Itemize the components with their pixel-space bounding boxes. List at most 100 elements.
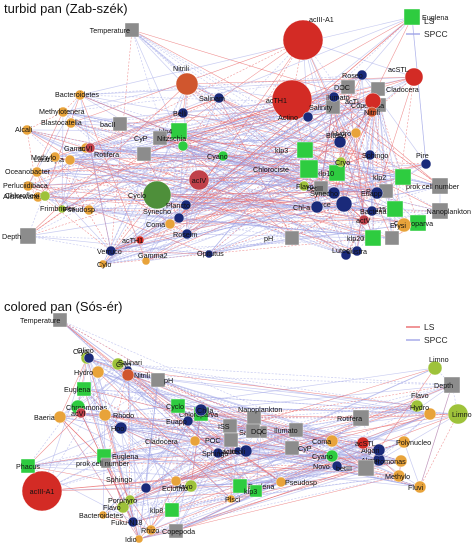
node-marker — [164, 502, 180, 518]
node-label: Salinari — [118, 358, 142, 367]
node-label: Flavo — [411, 391, 429, 400]
network-edge — [186, 111, 373, 235]
network-edge — [356, 111, 373, 252]
network-edge — [86, 357, 105, 457]
node-label: Chlorociste — [253, 165, 289, 174]
node-label: Polynucleo — [396, 438, 431, 447]
node-marker — [310, 200, 324, 214]
node-marker — [325, 434, 339, 448]
node-marker — [327, 186, 341, 200]
network-edge — [44, 94, 81, 197]
node-marker — [325, 449, 339, 463]
node-marker — [358, 214, 370, 226]
network-edge — [190, 452, 219, 487]
network-edge — [190, 450, 239, 487]
network-edge — [340, 161, 404, 178]
node-label: Idio — [125, 535, 137, 544]
network-edge — [143, 153, 347, 256]
node-label: Nitzschia — [157, 134, 186, 143]
node-marker — [226, 494, 236, 504]
network-edge — [252, 430, 282, 483]
node-label: Cyclo — [128, 191, 146, 200]
network-edge — [186, 39, 304, 235]
node-marker — [223, 432, 239, 448]
node-label: Opitutus — [197, 249, 224, 258]
network-edge — [245, 367, 436, 452]
network-node: DOC — [245, 423, 267, 439]
node-label: Flavo — [175, 482, 193, 491]
network-edge — [159, 137, 224, 157]
network-node: acIII-A1 — [282, 15, 334, 61]
network-edge — [61, 155, 224, 210]
node-label: Cyclo — [166, 402, 184, 411]
panel-title: colored pan (Sós-ér) — [4, 299, 123, 314]
node-label: Cladocera — [386, 85, 419, 94]
network-node: Salinam — [199, 92, 225, 104]
node-marker — [366, 106, 378, 118]
nodes: TemperatureacIII-A1acTH1NitriliCycloacIV… — [2, 8, 471, 269]
node-marker — [431, 177, 449, 195]
network-edge — [85, 16, 413, 149]
network-edge — [83, 388, 257, 492]
node-marker — [213, 92, 225, 104]
network-edge — [150, 405, 179, 531]
network-edge — [131, 29, 338, 174]
node-marker — [396, 217, 412, 233]
network-edge — [41, 440, 196, 492]
network-edge — [61, 147, 91, 210]
network-node: Sphingo — [202, 447, 228, 459]
network-edge — [291, 237, 347, 256]
network-edge — [26, 129, 91, 149]
network-edge — [255, 431, 262, 492]
node-label: acVI — [71, 409, 85, 418]
network-node: CyP — [134, 130, 168, 146]
network-edge — [377, 88, 396, 210]
network-edge — [62, 111, 121, 125]
node-label: Hydro — [332, 129, 351, 138]
network-edge — [178, 130, 310, 170]
network-edge — [295, 429, 333, 457]
network-edge — [175, 413, 202, 532]
network-node: betIII — [336, 459, 375, 477]
network-edge — [200, 413, 362, 419]
node-label: Sphingo — [106, 475, 132, 484]
network-node: Pseudosp — [63, 204, 95, 216]
node-marker — [394, 454, 408, 468]
network-edge — [122, 490, 257, 508]
node-marker — [105, 245, 117, 257]
node-label: Sphingo — [362, 151, 388, 160]
network-edge — [302, 39, 378, 194]
network-edge — [27, 465, 147, 489]
network-node: Methylotenera — [39, 106, 85, 118]
node-label: Nanoplankton — [238, 405, 282, 414]
network-node: Chlla — [194, 403, 213, 417]
network-node: Phacus — [16, 458, 40, 474]
network-node: Chlorociste — [253, 159, 319, 179]
node-label: Euglena — [64, 385, 90, 394]
node-marker — [134, 534, 144, 544]
node-label: actV — [356, 216, 371, 225]
legend-label-spcc: SPCC — [424, 335, 448, 345]
network-edge — [54, 156, 358, 252]
network-node: acVI — [71, 407, 87, 419]
network-edge — [411, 16, 427, 165]
network-edge — [145, 439, 232, 489]
network-edge — [302, 39, 404, 178]
network-edge — [376, 104, 380, 194]
node-label: Depth — [434, 381, 453, 390]
network-edge — [77, 369, 129, 408]
network-edge — [143, 74, 363, 155]
network-edge — [122, 460, 402, 508]
network-edge — [369, 104, 380, 156]
node-marker — [386, 200, 404, 218]
network-edge — [239, 455, 333, 487]
network-edge — [302, 39, 358, 252]
node-marker — [397, 435, 411, 449]
network-node: Cylo — [97, 259, 111, 269]
node-marker — [111, 357, 125, 371]
node-marker — [356, 69, 368, 81]
node-marker — [313, 180, 329, 196]
network-edge — [61, 111, 64, 210]
node-label: Cyano — [207, 152, 228, 161]
network-edge — [79, 74, 363, 96]
